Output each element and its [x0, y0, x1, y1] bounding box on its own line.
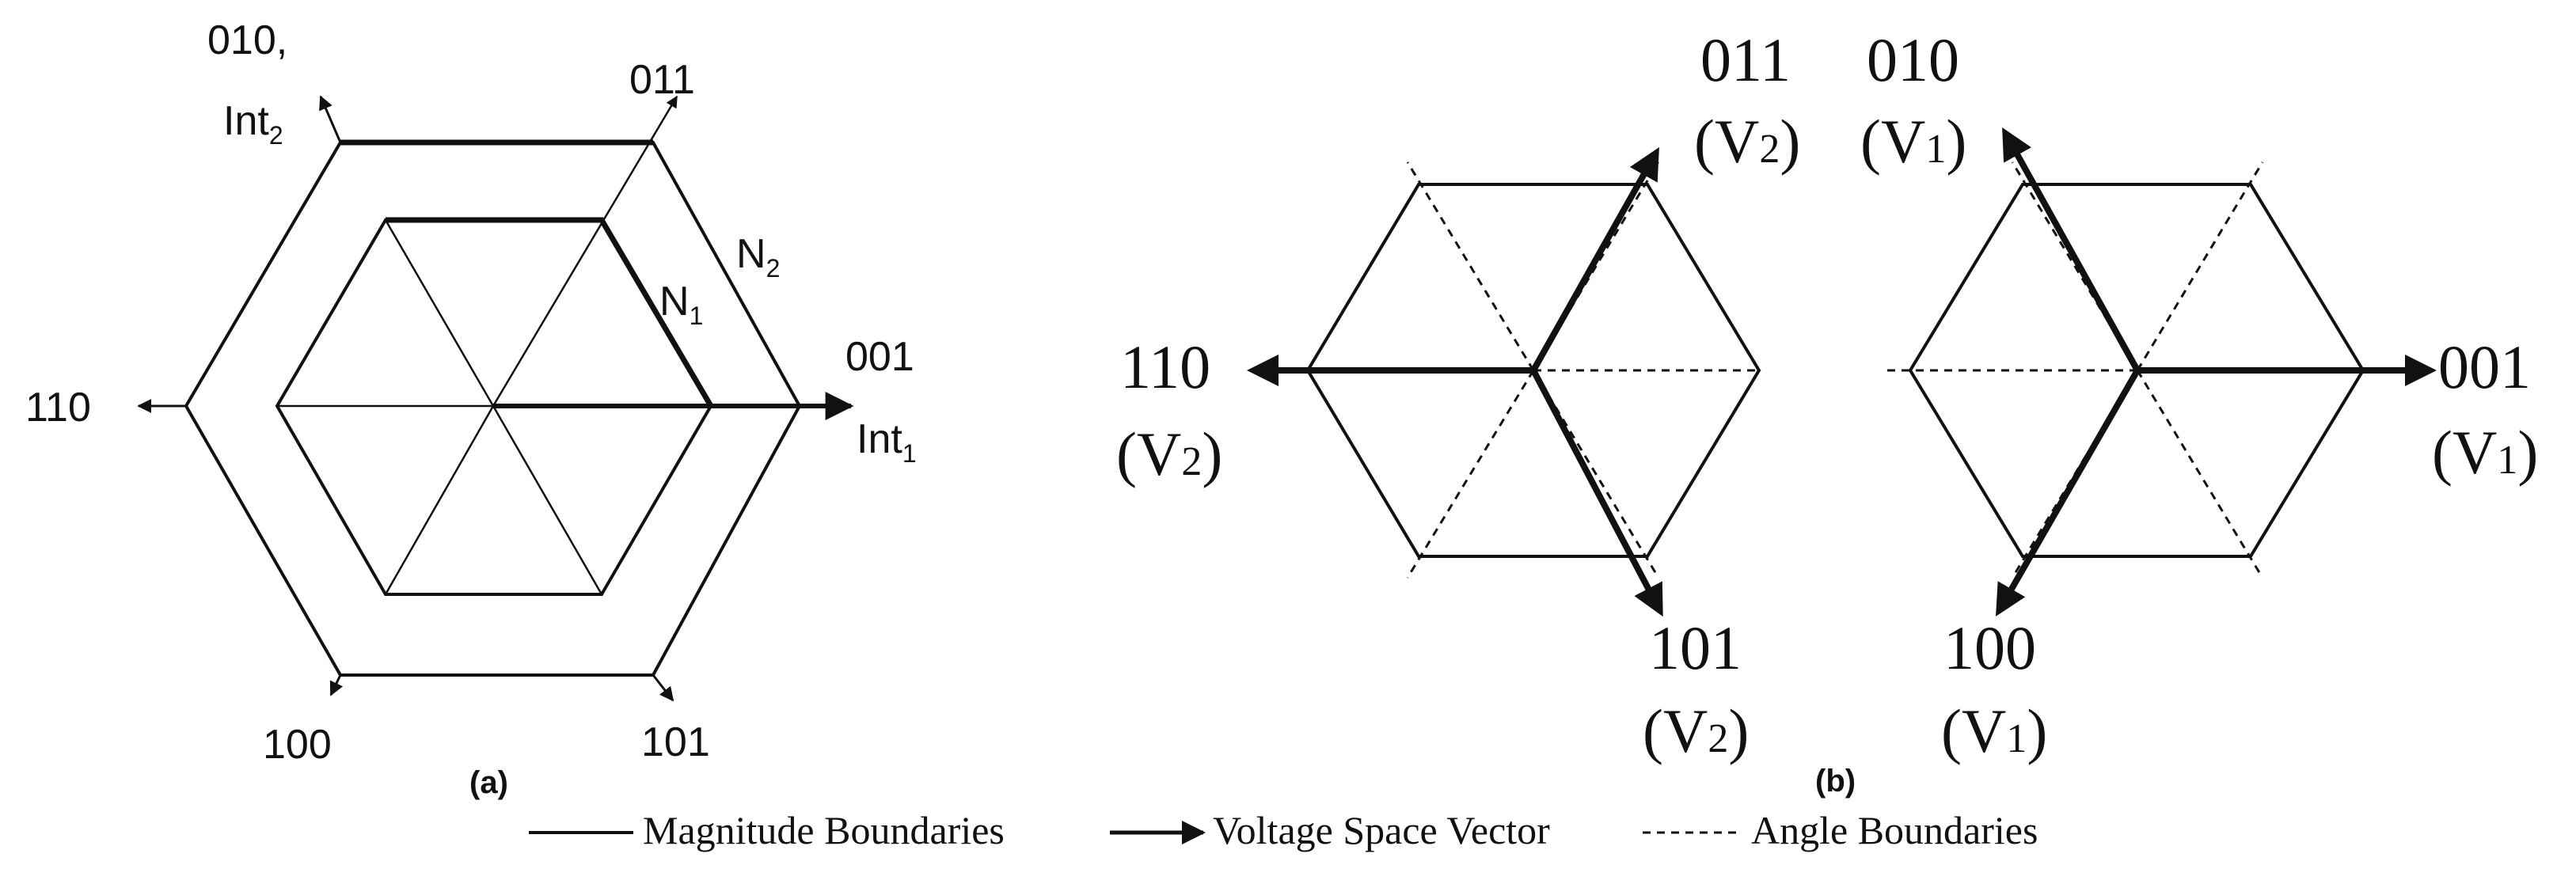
- label-int1: Int1: [857, 416, 917, 468]
- label-b-101: 101: [1649, 613, 1742, 682]
- right-vector-010: [2002, 127, 2141, 372]
- label-101: 101: [641, 719, 710, 765]
- label-b-010-v1: (V1): [1860, 107, 1966, 176]
- vector-101-arrow: [652, 674, 674, 702]
- label-b-010: 010: [1867, 25, 1959, 94]
- vector-010-arrow: [319, 95, 342, 143]
- label-b-110: 110: [1120, 332, 1210, 401]
- label-010: 010,: [207, 17, 287, 63]
- label-b-001: 001: [2438, 332, 2531, 401]
- caption-b: (b): [1815, 764, 1856, 799]
- vector-100-arrow: [329, 674, 344, 696]
- label-001: 001: [845, 334, 914, 380]
- caption-a: (a): [469, 765, 508, 800]
- left-vector-101: [1530, 369, 1663, 617]
- label-b-100-v1: (V1): [1941, 696, 2047, 765]
- inner-hexagon-bold-path: [386, 217, 714, 408]
- legend-angle-label: Angle Boundaries: [1751, 808, 2038, 852]
- vector-011-arrow: [492, 95, 678, 407]
- panel-a: 010, Int2 011 N2 N1 001 Int1 110 100 101…: [25, 17, 917, 800]
- label-b-110-v2: (V2): [1116, 419, 1222, 488]
- panel-b-right: 010 (V1) 001 (V1) 100 (V1): [1860, 25, 2538, 765]
- right-vector-100: [1996, 369, 2141, 617]
- label-n1: N1: [659, 279, 703, 330]
- label-b-011-v2: (V2): [1694, 107, 1800, 176]
- label-110: 110: [25, 385, 91, 431]
- label-n2: N2: [736, 231, 780, 283]
- spokes-a: [277, 219, 603, 595]
- label-b-011: 011: [1700, 25, 1791, 94]
- legend-magnitude-label: Magnitude Boundaries: [643, 808, 1005, 852]
- label-b-001-v1: (V1): [2432, 418, 2538, 487]
- label-011: 011: [629, 57, 695, 103]
- legend-voltage-label: Voltage Space Vector: [1213, 808, 1550, 852]
- legend: Magnitude Boundaries Voltage Space Vecto…: [529, 808, 2038, 852]
- panel-b-left: 011 (V2) 110 (V2) 101 (V2): [1116, 25, 1800, 765]
- left-angle-boundaries: [1406, 161, 1759, 579]
- label-b-101-v2: (V2): [1643, 696, 1749, 765]
- left-vector-011: [1530, 147, 1659, 372]
- label-b-100: 100: [1943, 613, 2036, 682]
- label-int2: Int2: [223, 98, 283, 150]
- label-100: 100: [263, 722, 332, 768]
